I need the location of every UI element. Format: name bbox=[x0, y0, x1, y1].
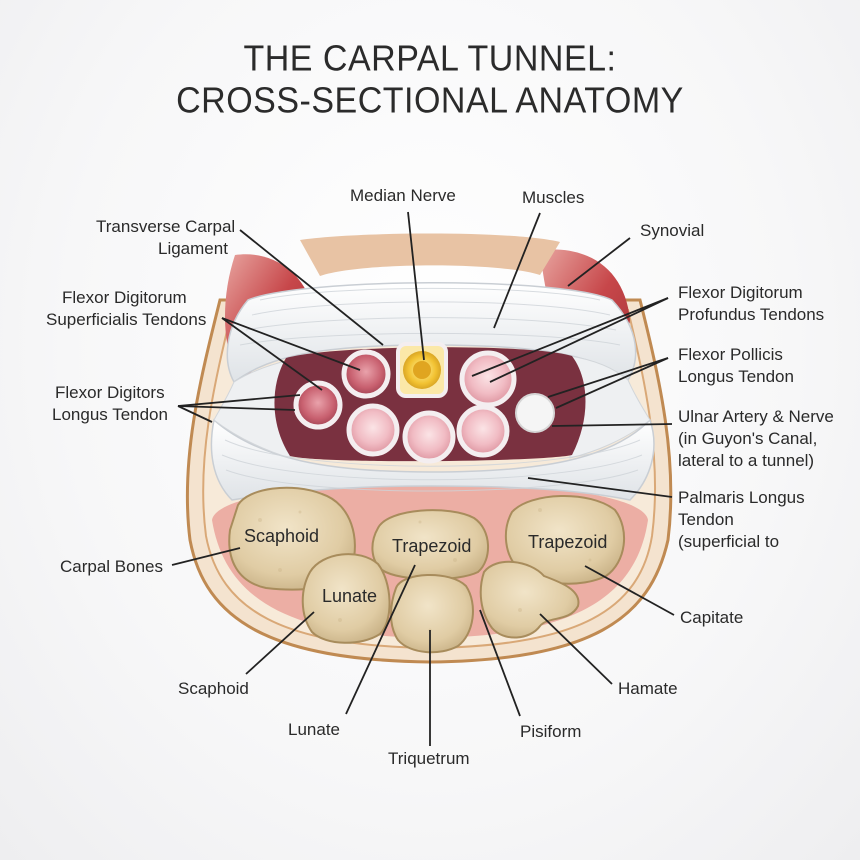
bone-label-trapezoid-right: Trapezoid bbox=[528, 532, 607, 552]
tendon-deep-1 bbox=[346, 403, 400, 457]
label-fdp-2: Profundus Tendons bbox=[678, 305, 824, 324]
label-ulnar-1: Ulnar Artery & Nerve bbox=[678, 407, 834, 426]
label-synovial: Synovial bbox=[640, 221, 704, 240]
label-transverse-carpal-ligament-2: Ligament bbox=[158, 239, 228, 258]
ulnar-artery-nerve-bundle bbox=[515, 393, 555, 433]
bone-label-trapezoid-center: Trapezoid bbox=[392, 536, 471, 556]
label-ulnar-3: lateral to a tunnel) bbox=[678, 451, 814, 470]
title-line-2: CROSS-SECTIONAL ANATOMY bbox=[176, 81, 684, 121]
label-muscles: Muscles bbox=[522, 188, 584, 207]
tendon-deep-2 bbox=[402, 410, 456, 464]
label-transverse-carpal-ligament-1: Transverse Carpal bbox=[96, 217, 235, 236]
label-palmaris-1: Palmaris Longus bbox=[678, 488, 805, 507]
label-fds-1: Flexor Digitorum bbox=[62, 288, 187, 307]
label-fdp-1: Flexor Digitorum bbox=[678, 283, 803, 302]
label-fdl-1: Flexor Digitors bbox=[55, 383, 165, 402]
label-scaphoid-outer: Scaphoid bbox=[178, 679, 249, 698]
label-ulnar-2: (in Guyon's Canal, bbox=[678, 429, 817, 448]
label-triquetrum: Triquetrum bbox=[388, 749, 470, 768]
tendon-group bbox=[293, 349, 555, 464]
bone-texture bbox=[258, 508, 592, 632]
tendon-deep-3 bbox=[456, 404, 510, 458]
bone-lunate bbox=[301, 553, 391, 644]
label-fpl-2: Longus Tendon bbox=[678, 367, 794, 386]
tendon-fds-1 bbox=[341, 349, 391, 399]
bone-label-scaphoid: Scaphoid bbox=[244, 526, 319, 546]
bone-label-lunate: Lunate bbox=[322, 586, 377, 606]
label-fdl-2: Longus Tendon bbox=[52, 405, 168, 424]
bone-hamate bbox=[479, 560, 580, 639]
label-fpl-1: Flexor Pollicis bbox=[678, 345, 783, 364]
muscle-top bbox=[300, 233, 560, 276]
label-pisiform: Pisiform bbox=[520, 722, 581, 741]
bone-triquetrum bbox=[390, 574, 474, 654]
tendon-fdl-1 bbox=[293, 380, 343, 430]
label-lunate-outer: Lunate bbox=[288, 720, 340, 739]
ligament-right-wall bbox=[569, 355, 651, 459]
label-fds-2: Superficialis Tendons bbox=[46, 310, 206, 329]
label-median-nerve: Median Nerve bbox=[350, 186, 456, 205]
title-line-1: THE CARPAL TUNNEL: bbox=[243, 39, 617, 79]
tendon-fdp-1 bbox=[459, 350, 517, 408]
label-palmaris-2: Tendon bbox=[678, 510, 734, 529]
label-carpal-bones: Carpal Bones bbox=[60, 557, 163, 576]
label-hamate: Hamate bbox=[618, 679, 678, 698]
carpal-bones bbox=[228, 486, 626, 654]
label-capitate: Capitate bbox=[680, 608, 743, 627]
label-palmaris-3: (superficial to bbox=[678, 532, 779, 551]
leader-lines bbox=[171, 211, 675, 746]
bone-trapezoid-right bbox=[504, 494, 626, 585]
median-nerve bbox=[396, 342, 448, 398]
